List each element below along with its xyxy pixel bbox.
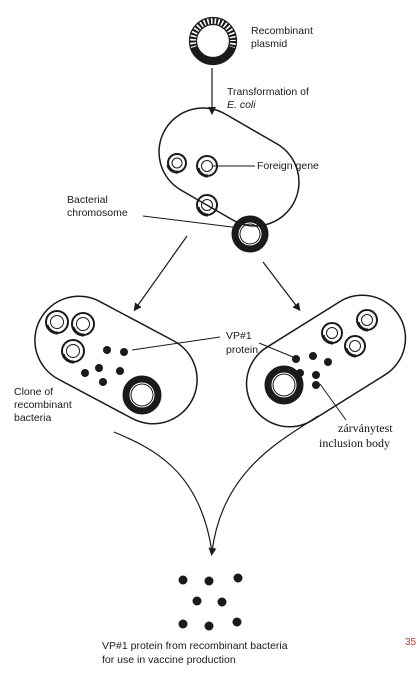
bacterial-chromosome-label-line2: chromosome [67,207,128,220]
left-split-arrow [136,236,187,308]
transformation-label-line1: Transformation of [227,86,309,99]
inclusion-body-label-en: inclusion body [319,436,390,450]
vp1-left-leader [132,337,220,350]
right-converge-curve [212,416,318,552]
left-converge-curve [114,432,212,552]
plasmid-icon [345,336,365,356]
vp1-protein-granules [81,346,128,386]
bacterial-chromosome-icon [126,379,158,411]
right-bacterium [230,279,419,443]
vp1-protein-label-line2: protein [226,344,258,357]
plasmid-icon [46,311,68,333]
clone-label-line3: bacteria [14,412,51,425]
plasmid-icon [357,310,377,330]
right-split-arrow [263,262,298,308]
bacterial-chromosome-icon [268,369,300,401]
inclusion-body-label-hu: zárványtest [338,421,393,435]
plasmid-icon [322,323,342,343]
harvested-protein-granules [179,574,243,631]
bottom-caption-line1: VP#1 protein from recombinant bacteria [102,640,288,653]
plasmid-icon [62,340,84,362]
recombinant-plasmid-icon [190,18,237,65]
foreign-gene-plasmid-icon [168,154,186,172]
recombinant-plasmid-label-line2: plasmid [251,38,287,51]
plasmid-icon [72,313,94,335]
clone-label-line1: Clone of [14,386,53,399]
page-number: 35 [405,636,416,649]
vp1-protein-label-line1: VP#1 [226,330,252,343]
bacterial-chromosome-label-line1: Bacterial [67,194,108,207]
chromosome-leader [143,216,240,228]
bottom-caption-line2: for use in vaccine production [102,654,236,667]
foreign-gene-label: Foreign gene [257,160,319,173]
recombinant-plasmid-label-line1: Recombinant [251,25,313,38]
transformation-label-line2: E. coli [227,99,256,112]
clone-label-line2: recombinant [14,399,72,412]
bacterial-chromosome-icon [235,219,265,249]
